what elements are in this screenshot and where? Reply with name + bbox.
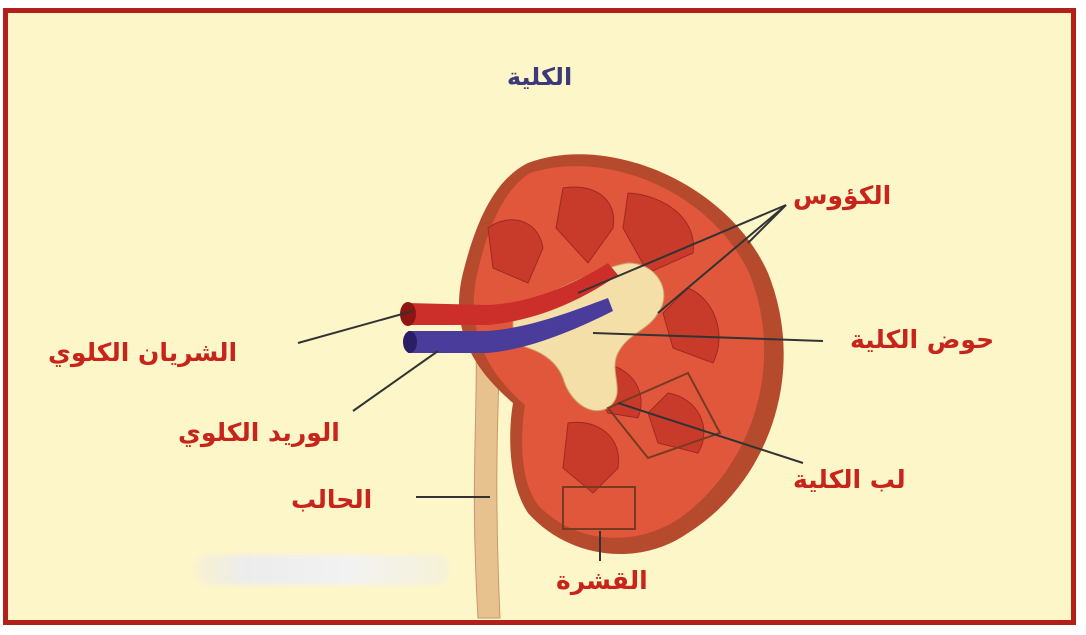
label-cortex: القشرة [556,566,648,595]
artery-line [298,311,413,343]
calyces-line-3 [748,205,786,243]
vein-opening [403,331,417,353]
label-renal-vein: الوريد الكلوي [178,418,340,447]
label-calyces: الكؤوس [793,181,891,210]
kidney-diagram [8,13,1071,620]
vein-line [353,351,438,411]
label-renal-medulla: لب الكلية [793,465,906,494]
blurred-watermark [194,555,449,585]
label-renal-pelvis: حوض الكلية [850,325,994,354]
label-ureter: الحالب [291,485,372,514]
diagram-frame: الكلية [3,8,1076,625]
label-renal-artery: الشريان الكلوي [48,338,237,367]
